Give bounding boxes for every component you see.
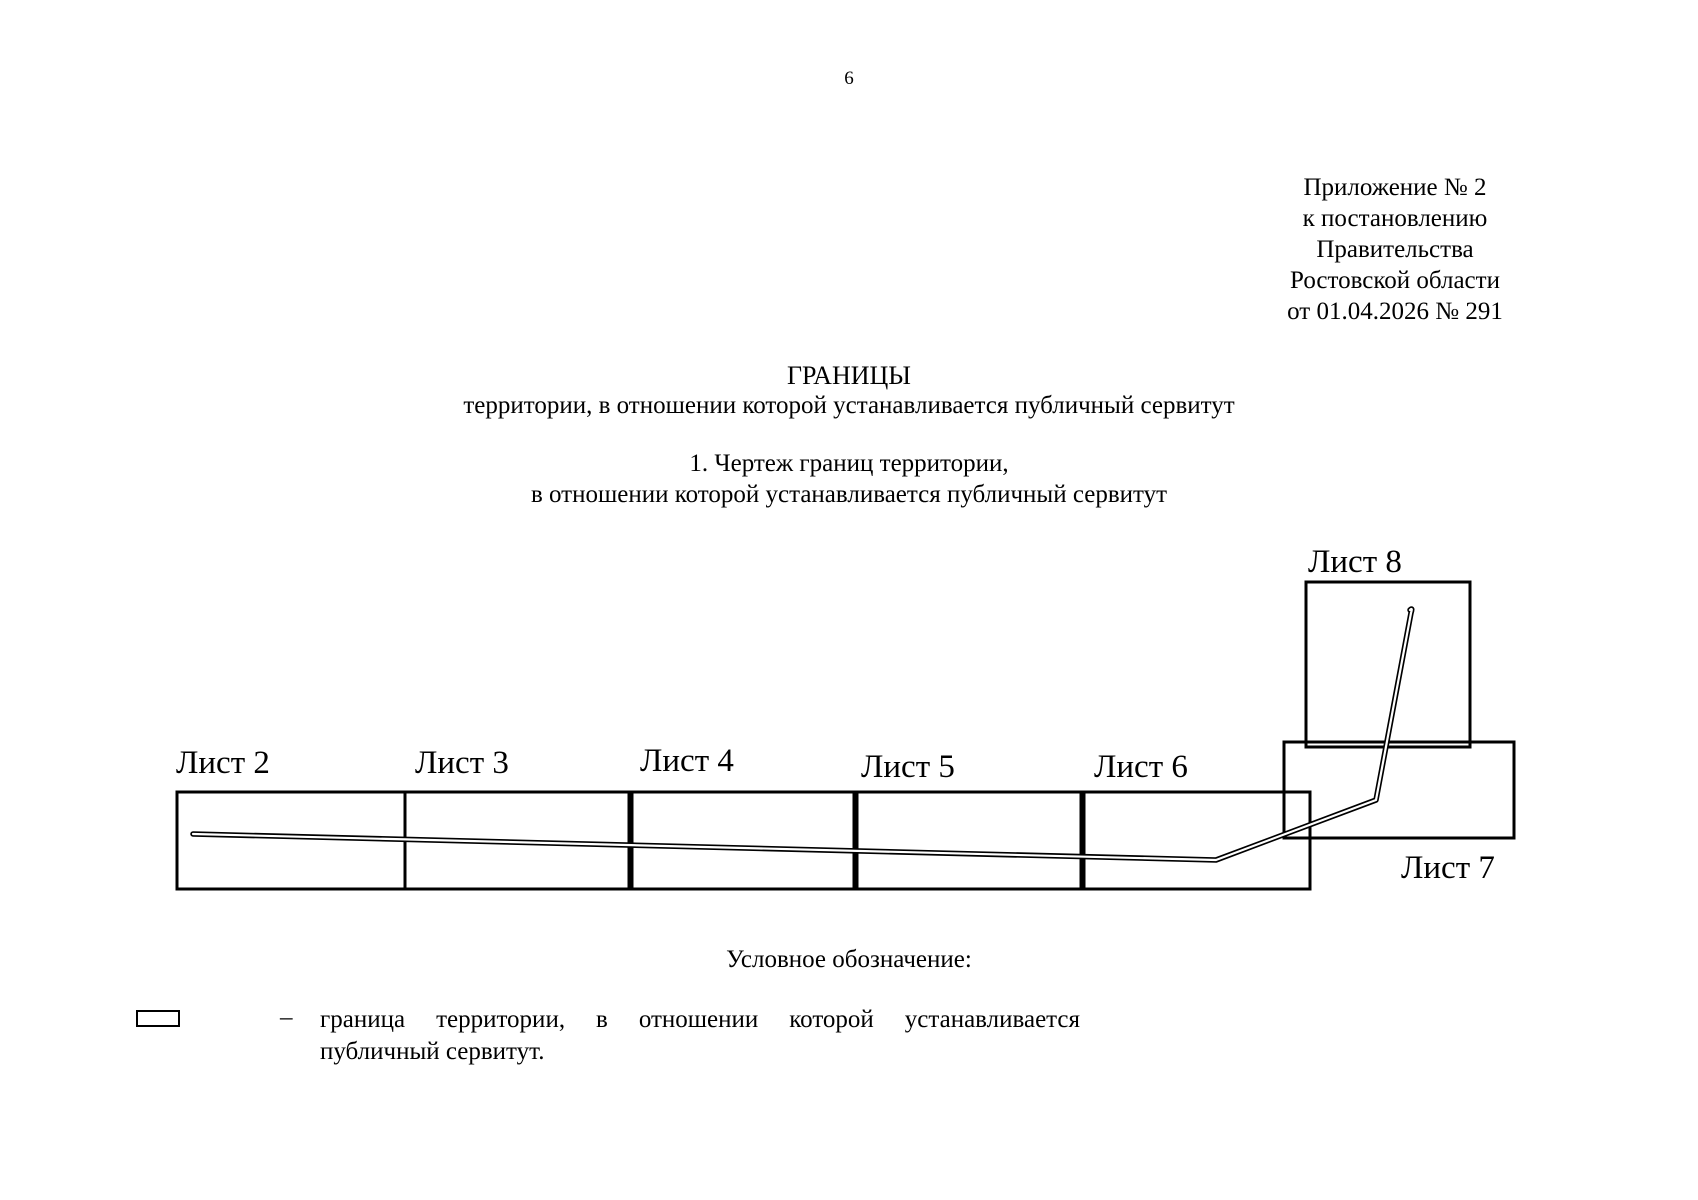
document-subtitle: территории, в отношении которой устанавл… — [463, 392, 1235, 419]
appendix-line: Приложение № 2 — [1303, 174, 1487, 201]
sheet-label-6: Лист 6 — [1094, 749, 1188, 785]
sheet-label-4: Лист 4 — [640, 743, 734, 779]
section-heading: 1. Чертеж границ территории, в отношении… — [0, 448, 1698, 510]
servitude-boundary-outline — [190, 606, 1415, 863]
appendix-line: Правительства — [1316, 236, 1474, 263]
appendix-line: Ростовской области — [1290, 267, 1500, 294]
appendix-line: к постановлению — [1302, 205, 1488, 232]
sheet-label-7: Лист 7 — [1401, 850, 1495, 886]
sheet-frame-4 — [630, 790, 856, 891]
appendix-line: от 01.04.2026 № 291 — [1287, 298, 1503, 325]
legend-description: граница территории, в отношении которой … — [320, 1004, 1080, 1068]
legend-dash: – — [280, 1004, 293, 1031]
sheet-label-5: Лист 5 — [861, 749, 955, 785]
section-heading-line: в отношении которой устанавливается публ… — [530, 481, 1168, 508]
legend-title: Условное обозначение: — [726, 946, 972, 973]
servitude-boundary-inner — [191, 607, 1413, 862]
sheet-frame-6 — [1082, 790, 1312, 891]
section-heading-line: 1. Чертеж границ территории, — [689, 450, 1009, 477]
page-number: 6 — [844, 68, 854, 89]
legend-description-line: публичный сервитут. — [320, 1038, 545, 1065]
appendix-block: Приложение № 2 к постановлению Правитель… — [1240, 172, 1550, 327]
sheet-label-2: Лист 2 — [176, 745, 270, 781]
sheet-label-3: Лист 3 — [415, 745, 509, 781]
document-title: ГРАНИЦЫ — [787, 361, 911, 390]
sheet-label-8: Лист 8 — [1308, 544, 1402, 580]
sheet-frame-7 — [1282, 740, 1516, 840]
legend-description-line: граница территории, в отношении которой … — [320, 1006, 1080, 1033]
legend-boundary-symbol — [136, 1010, 180, 1027]
sheet-frame-5 — [855, 790, 1083, 891]
boundary-drawing: Лист 2 Лист 3 Лист 4 Лист 5 Лист 6 Лист … — [175, 544, 1516, 891]
